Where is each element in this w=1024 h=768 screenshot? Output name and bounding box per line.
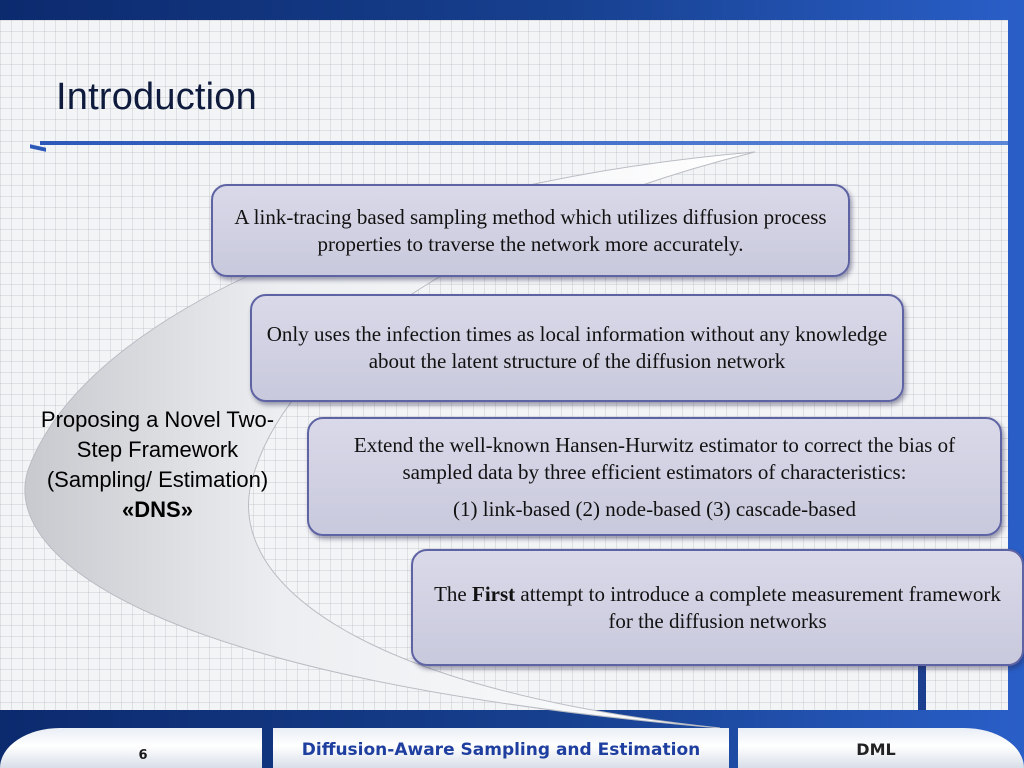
footer-left-segment: 6 — [0, 728, 262, 768]
point-box-text-pre: The — [434, 581, 472, 606]
point-box-sampling-method: A link-tracing based sampling method whi… — [211, 184, 850, 277]
framework-name: «DNS» — [122, 497, 193, 522]
point-box-text-post: attempt to introduce a complete measurem… — [515, 581, 1001, 633]
point-box-infection-times: Only uses the infection times as local i… — [250, 294, 904, 402]
point-box-text: A link-tracing based sampling method whi… — [234, 204, 827, 256]
footer-presentation-title: Diffusion-Aware Sampling and Estimation — [301, 740, 701, 760]
footer-middle-segment: Diffusion-Aware Sampling and Estimation — [273, 728, 729, 768]
framework-label-line-2: Step Framework — [76, 437, 239, 462]
point-box-text: The First attempt to introduce a complet… — [427, 581, 1008, 635]
page-number: 6 — [138, 748, 148, 763]
title-underline — [40, 141, 1008, 145]
slide-footer: 6 Diffusion-Aware Sampling and Estimatio… — [0, 728, 1024, 768]
point-box-estimators: Extend the well-known Hansen-Hurwitz est… — [307, 417, 1002, 536]
point-box-text: Only uses the infection times as local i… — [266, 322, 888, 373]
framework-label-line-1: Proposing a Novel Two- — [40, 407, 275, 432]
framework-label-line-3: (Sampling/ Estimation) — [46, 467, 269, 492]
footer-organization: DML — [856, 740, 896, 759]
point-box-text: Extend the well-known Hansen-Hurwitz est… — [353, 433, 956, 484]
framework-label: Proposing a Novel Two- Step Framework (S… — [20, 405, 295, 525]
estimator-list: (1) link-based (2) node-based (3) cascad… — [453, 497, 856, 521]
point-box-text-bold: First — [472, 581, 516, 606]
slide-title: Introduction — [56, 76, 257, 118]
footer-right-segment: DML — [738, 728, 1024, 768]
point-box-first-attempt: The First attempt to introduce a complet… — [411, 549, 1024, 666]
